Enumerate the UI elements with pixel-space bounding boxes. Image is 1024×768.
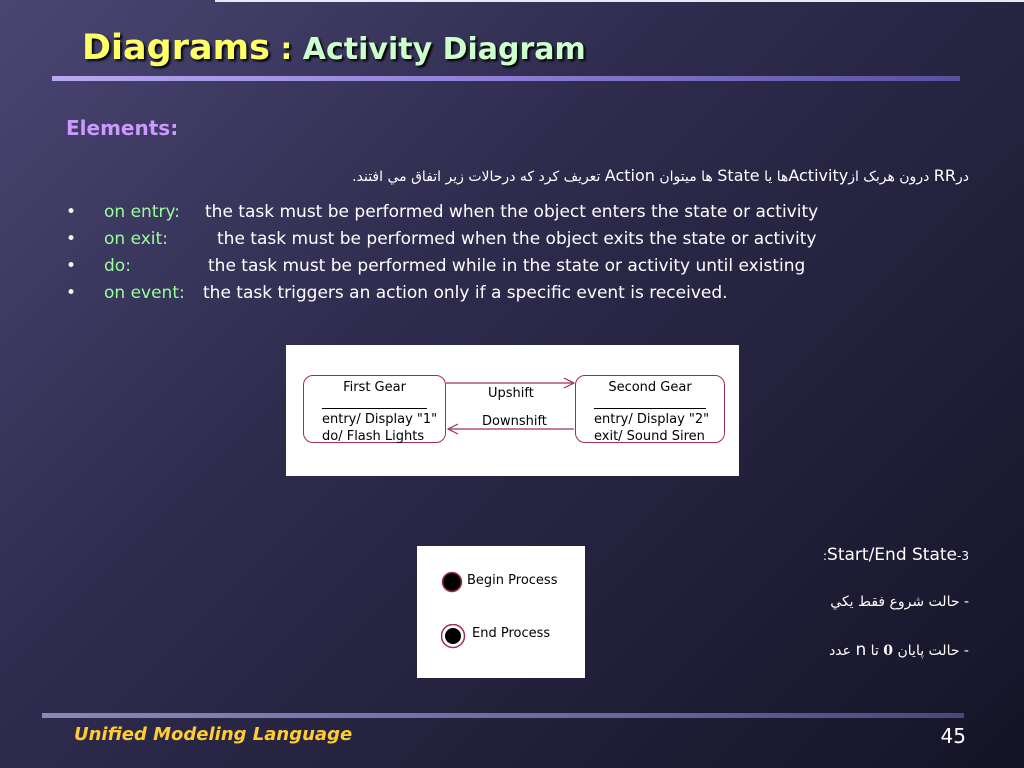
end-process-label: End Process <box>472 626 551 641</box>
downshift-label: Downshift <box>482 414 547 429</box>
start-end-state-heading: 3-Start/End State: <box>823 545 969 565</box>
bullet-term: on exit: <box>104 229 168 249</box>
upshift-arrowhead <box>563 377 576 389</box>
rtl-intro-part: ها میتوان <box>654 169 718 185</box>
elements-heading: Elements: <box>66 116 179 140</box>
bullet-list: • on entry: the task must be performed w… <box>66 202 946 310</box>
title-rule <box>52 76 960 81</box>
rtl-note-part: n <box>855 640 867 660</box>
bullet-item: • on exit: the task must be performed wh… <box>66 229 946 256</box>
title-subtitle: Activity Diagram <box>302 32 586 67</box>
rtl-intro-part: در <box>956 169 969 185</box>
bullet-dot: • <box>66 229 77 249</box>
bullet-term: on entry: <box>104 202 181 222</box>
rtl-note-part: تا <box>866 643 884 659</box>
start-end-prefix: 3- <box>957 549 969 563</box>
bullet-item: • on entry: the task must be performed w… <box>66 202 946 229</box>
bullet-term: do: <box>104 256 131 276</box>
top-strip <box>215 0 1024 2</box>
rtl-intro-part: Action <box>604 166 655 185</box>
state-exit-action: exit/ Sound Siren <box>594 429 705 444</box>
bullet-description: the task triggers an action only if a sp… <box>203 283 728 303</box>
begin-process-label: Begin Process <box>467 573 558 588</box>
state-diagram-panel: First Gear entry/ Display "1" do/ Flash … <box>286 345 739 476</box>
rtl-intro-part: Activity <box>788 166 849 185</box>
state-divider <box>594 408 706 409</box>
transition-arrows <box>446 377 576 435</box>
state-divider <box>322 408 427 409</box>
bullet-item: • on event: the task triggers an action … <box>66 283 946 310</box>
end-process-icon <box>441 624 466 649</box>
state-second-gear: Second Gear entry/ Display "2" exit/ Sou… <box>575 375 725 444</box>
bullet-dot: • <box>66 256 77 276</box>
state-first-gear: First Gear entry/ Display "1" do/ Flash … <box>303 375 446 444</box>
footer-rule <box>42 713 964 718</box>
rtl-intro-part: تعریف کرد که درحالات زیر اتفاق مي افتند. <box>352 169 605 185</box>
rtl-intro-part: ها یا <box>759 169 789 185</box>
rtl-note-end-state: - حالت پایان 0 تا n عدد <box>829 640 969 660</box>
bullet-dot: • <box>66 283 77 303</box>
title-main: Diagrams <box>82 28 270 68</box>
slide-title: Diagrams : Activity Diagram <box>82 28 586 68</box>
rtl-note-part: - حالت پایان <box>893 643 969 659</box>
bullet-description: the task must be performed when the obje… <box>205 202 819 222</box>
rtl-intro-text: درRR درون هربک ازActivityها یا State ها … <box>352 166 969 185</box>
process-legend-panel: Begin Process End Process <box>417 546 585 678</box>
state-entry-action: entry/ Display "2" <box>594 412 710 427</box>
upshift-label: Upshift <box>488 386 534 401</box>
begin-process-icon <box>441 571 463 593</box>
bullet-item: • do: the task must be performed while i… <box>66 256 946 283</box>
title-separator: : <box>269 32 303 67</box>
rtl-intro-part: State <box>717 166 760 185</box>
state-name: Second Gear <box>608 380 692 395</box>
rtl-intro-part: RR <box>933 166 956 185</box>
rtl-note-part: 0 <box>883 643 894 659</box>
rtl-intro-part: درون هربک از <box>848 169 934 185</box>
bullet-description: the task must be performed when the obje… <box>217 229 817 249</box>
page-number: 45 <box>940 724 966 748</box>
bullet-description: the task must be performed while in the … <box>208 256 806 276</box>
footer-title: Unified Modeling Language <box>74 724 353 745</box>
rtl-note-start-state: - حالت شروع فقط يکي <box>830 594 969 610</box>
downshift-arrowhead <box>446 423 459 435</box>
state-entry-action: entry/ Display "1" <box>322 412 438 427</box>
start-end-suffix: : <box>823 549 828 563</box>
bullet-dot: • <box>66 202 77 222</box>
state-do-action: do/ Flash Lights <box>322 429 425 444</box>
bullet-term: on event: <box>104 283 185 303</box>
rtl-note-part: عدد <box>829 643 856 659</box>
start-end-text: Start/End State <box>827 545 958 565</box>
state-name: First Gear <box>343 380 406 395</box>
